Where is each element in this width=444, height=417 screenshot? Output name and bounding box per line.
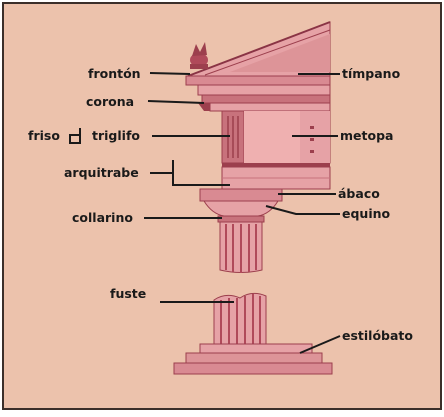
label-triglifo: triglifo [92,128,140,143]
label-fuste: fuste [110,286,146,301]
frieze-block [222,111,330,167]
label-abaco: ábaco [338,186,380,201]
label-estilobato: estilóbato [342,328,413,343]
architrave-block [222,167,330,189]
label-fronton: frontón [88,66,141,81]
label-equino: equino [342,206,391,221]
label-friso: friso [28,128,60,143]
label-corona: corona [86,94,134,109]
label-collarino: collarino [72,210,133,225]
upper-shaft [220,222,262,273]
label-metopa: metopa [340,128,393,143]
label-arquitrabe: arquitrabe [64,165,139,180]
label-timpano: tímpano [342,66,401,81]
corona-block [198,95,330,111]
leader-fronton [150,73,190,74]
